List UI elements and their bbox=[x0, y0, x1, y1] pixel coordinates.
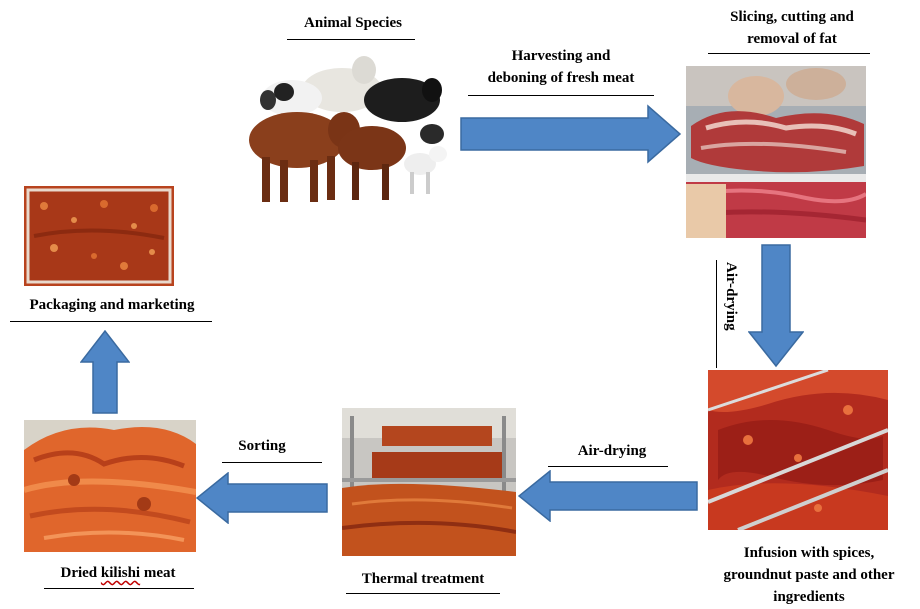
right-arrow-harvest bbox=[460, 104, 682, 164]
spiced-meat-image bbox=[708, 370, 888, 530]
packaging-label: Packaging and marketing bbox=[29, 297, 195, 313]
slicing-label-line2: removal of fat bbox=[747, 31, 837, 47]
slicing-label: Slicing, cutting and removal of fat bbox=[706, 6, 878, 50]
harvest-label-line2: deboning of fresh meat bbox=[487, 70, 635, 86]
dried-prefix: Dried bbox=[60, 565, 101, 581]
dried-kilishi-underline bbox=[44, 588, 194, 589]
up-arrow-packaging bbox=[80, 330, 130, 414]
meat-slicing-image bbox=[686, 66, 866, 238]
air-drying-label: Air-drying bbox=[577, 443, 647, 459]
dried-suffix: meat bbox=[140, 565, 176, 581]
slicing-underline bbox=[708, 53, 870, 54]
animal-species-underline bbox=[287, 39, 415, 40]
kilishi-word: kilishi bbox=[100, 565, 141, 581]
air-drying-vertical-label: Air-drying bbox=[723, 262, 739, 331]
harvest-label-line1: Harvesting and bbox=[511, 48, 611, 64]
sorting-underline bbox=[222, 462, 322, 463]
infusion-label-line2: groundnut paste and other bbox=[723, 567, 895, 583]
left-arrow-air-drying bbox=[518, 470, 698, 522]
thermal-treatment-image bbox=[342, 408, 516, 556]
thermal-treatment-underline bbox=[346, 593, 500, 594]
packaging-underline bbox=[10, 321, 212, 322]
infusion-label-line1: Infusion with spices, bbox=[743, 545, 875, 561]
sorting-label: Sorting bbox=[238, 438, 286, 454]
thermal-treatment-label: Thermal treatment bbox=[361, 571, 485, 587]
harvest-label: Harvesting and deboning of fresh meat bbox=[466, 45, 656, 89]
slicing-label-line1: Slicing, cutting and bbox=[730, 9, 854, 25]
air-drying-underline bbox=[548, 466, 668, 467]
infusion-label-line3: ingredients bbox=[773, 589, 845, 605]
down-arrow-air-drying bbox=[748, 244, 804, 368]
packaged-kilishi-image bbox=[24, 186, 174, 286]
dried-kilishi-image bbox=[24, 420, 196, 552]
harvest-underline bbox=[468, 95, 654, 96]
animal-species-label: Animal Species bbox=[304, 15, 402, 31]
dried-kilishi-label: Dried kilishi meat bbox=[26, 562, 210, 584]
left-arrow-sorting bbox=[196, 472, 328, 524]
air-drying-vertical-rule bbox=[716, 260, 717, 368]
animal-species-image bbox=[232, 52, 454, 210]
infusion-label: Infusion with spices, groundnut paste an… bbox=[700, 542, 918, 608]
